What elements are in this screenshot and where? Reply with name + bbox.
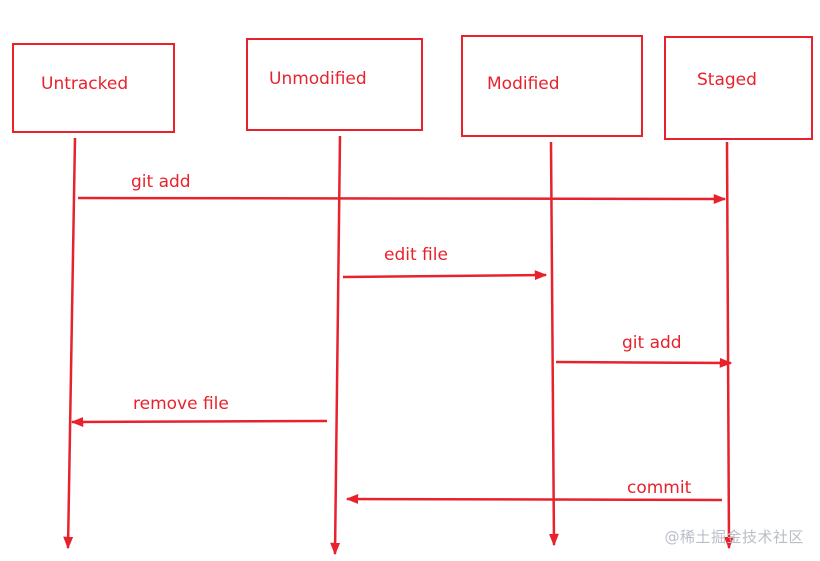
lifeline-staged (723, 141, 734, 550)
state-label-untracked: Untracked (41, 74, 128, 94)
transition-label: git add (131, 172, 191, 192)
lifeline-unmodified (330, 135, 342, 556)
state-untracked: Untracked (12, 43, 175, 133)
state-modified: Modified (461, 35, 643, 137)
state-box-staged (664, 36, 813, 140)
state-box-unmodified (246, 38, 423, 131)
transition-arrow (342, 270, 548, 281)
transition-arrow (555, 357, 733, 368)
transition-label: git add (622, 333, 682, 353)
lifeline-untracked (63, 137, 77, 550)
transition-remove-file-unmodified-to-untracked: remove file (70, 394, 328, 427)
transition-arrow (77, 193, 727, 204)
transition-arrow (345, 494, 723, 505)
transition-label: remove file (133, 394, 229, 414)
transition-edit-file-unmodified-to-modified: edit file (342, 245, 548, 281)
state-label-modified: Modified (487, 74, 560, 94)
state-staged: Staged (664, 36, 813, 140)
transition-git-add-modified-to-staged: git add (555, 333, 733, 368)
transition-label: commit (627, 478, 692, 498)
transition-label: edit file (384, 245, 448, 265)
state-box-untracked (12, 43, 175, 133)
lifeline-modified (548, 141, 559, 547)
transition-arrow (70, 416, 328, 427)
state-unmodified: Unmodified (246, 38, 423, 131)
transition-git-add-untracked-to-staged: git add (77, 172, 727, 204)
state-label-unmodified: Unmodified (269, 69, 367, 89)
watermark: @稀土掘金技术社区 (664, 528, 804, 546)
state-label-staged: Staged (697, 70, 757, 90)
transition-commit-staged-to-unmodified: commit (345, 478, 723, 505)
state-box-modified (461, 35, 643, 137)
